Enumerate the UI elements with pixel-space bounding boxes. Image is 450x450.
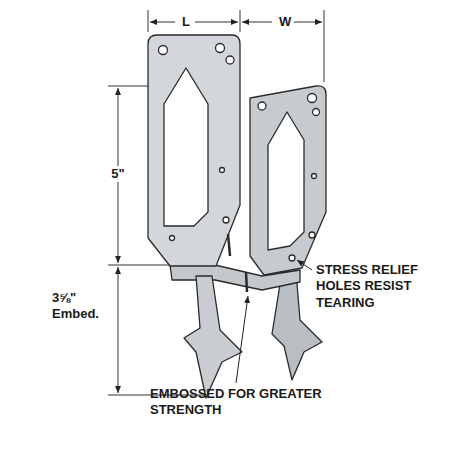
height-dimension: 5" bbox=[109, 166, 126, 182]
emboss-callout: EMBOSSED FOR GREATER STRENGTH bbox=[150, 386, 346, 419]
width-dimension: W bbox=[277, 14, 293, 30]
length-dimension: L bbox=[180, 14, 192, 30]
stress-relief-callout: STRESS RELIEF HOLES RESIST TEARING bbox=[316, 262, 442, 311]
embed-dimension: 3⅝" Embed. bbox=[50, 290, 110, 323]
